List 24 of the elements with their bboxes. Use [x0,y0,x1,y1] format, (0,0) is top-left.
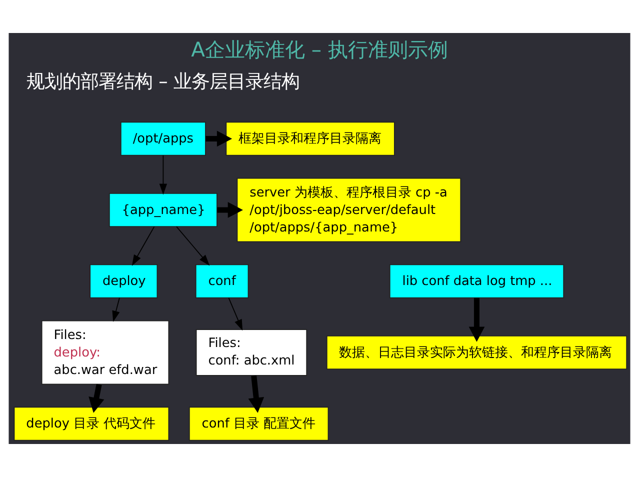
node-box: {app_name} [108,192,218,227]
node-box: server 为模板、程序根目录 cp -a /opt/jboss-eap/server/default /opt/apps/{app_name} [236,178,462,242]
node-box: 框架目录和程序目录隔离 [226,122,395,156]
arrow [228,297,243,331]
arrow [248,375,264,413]
node-box: lib conf data log tmp ... [389,264,564,298]
arrow [176,226,210,266]
arrow [159,154,168,195]
node-box: Files: deploy: abc.war efd.war [41,320,170,385]
label: 规划的部署结构 – 业务层目录结构 [26,71,300,92]
arrow [468,298,485,342]
arrow [217,202,243,218]
arrow [132,226,155,266]
arrow [206,130,232,147]
node-box: deploy 目录 代码文件 [14,406,170,441]
node-box: 数据、日志目录实际为软链接、和程序目录隔离 [326,336,628,370]
node-box: conf 目录 配置文件 [188,406,329,441]
node-box: Files: conf: abc.xml [196,329,308,376]
node-box: /opt/apps [120,122,206,156]
node-box: deploy [90,264,158,298]
diagram-title: A企业标准化 – 执行准则示例 [191,38,448,62]
arrow [88,384,104,413]
node-box: conf [195,264,249,298]
arrow [112,297,120,322]
